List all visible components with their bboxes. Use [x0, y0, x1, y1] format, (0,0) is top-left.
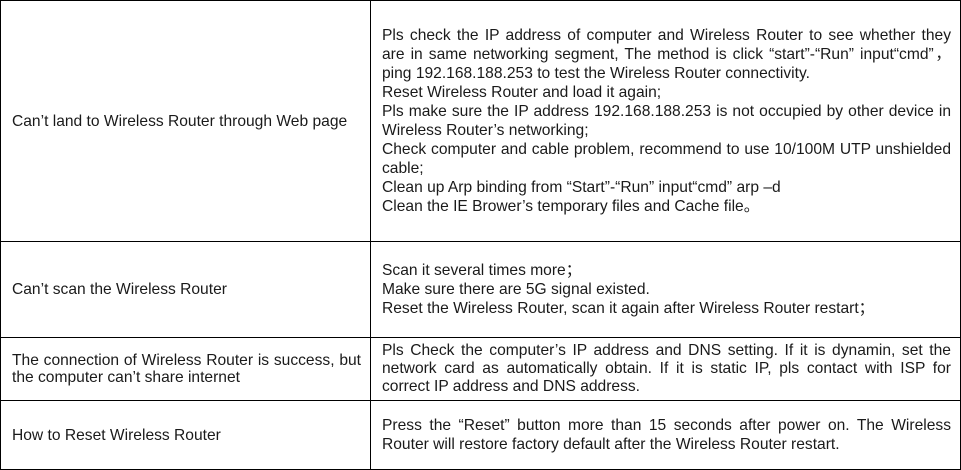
answer-line: Reset the Wireless Router, scan it again… — [382, 300, 875, 317]
answer-line: Scan it several times more； — [382, 262, 582, 279]
answer-line: Pls Check the computer’s IP address and … — [382, 342, 951, 395]
question-cell: Can’t land to Wireless Router through We… — [0, 0, 371, 242]
question-cell: Can’t scan the Wireless Router — [0, 241, 371, 338]
answer-line: Make sure there are 5G signal existed. — [382, 281, 650, 298]
table-row: Can’t scan the Wireless Router Scan it s… — [0, 241, 961, 338]
question-cell: The connection of Wireless Router is suc… — [0, 337, 371, 401]
answer-line: Pls check the IP address of computer and… — [382, 27, 951, 82]
answer-line: Press the “Reset” button more than 15 se… — [382, 417, 951, 453]
answer-cell: Pls check the IP address of computer and… — [370, 0, 961, 242]
table-row: Can’t land to Wireless Router through We… — [0, 0, 961, 242]
answer-line: Clean up Arp binding from “Start”-“Run” … — [382, 179, 781, 196]
table-row: How to Reset Wireless Router Press the “… — [0, 400, 961, 470]
answer-line: Pls make sure the IP address 192.168.188… — [382, 103, 951, 139]
table-row: The connection of Wireless Router is suc… — [0, 337, 961, 401]
answer-cell: Press the “Reset” button more than 15 se… — [370, 400, 961, 470]
answer-line: Reset Wireless Router and load it again; — [382, 84, 662, 101]
question-cell: How to Reset Wireless Router — [0, 400, 371, 470]
answer-line: Clean the IE Brower’s temporary files an… — [382, 198, 760, 215]
answer-cell: Pls Check the computer’s IP address and … — [370, 337, 961, 401]
answer-cell: Scan it several times more； Make sure th… — [370, 241, 961, 338]
answer-line: Check computer and cable problem, recomm… — [382, 141, 951, 177]
